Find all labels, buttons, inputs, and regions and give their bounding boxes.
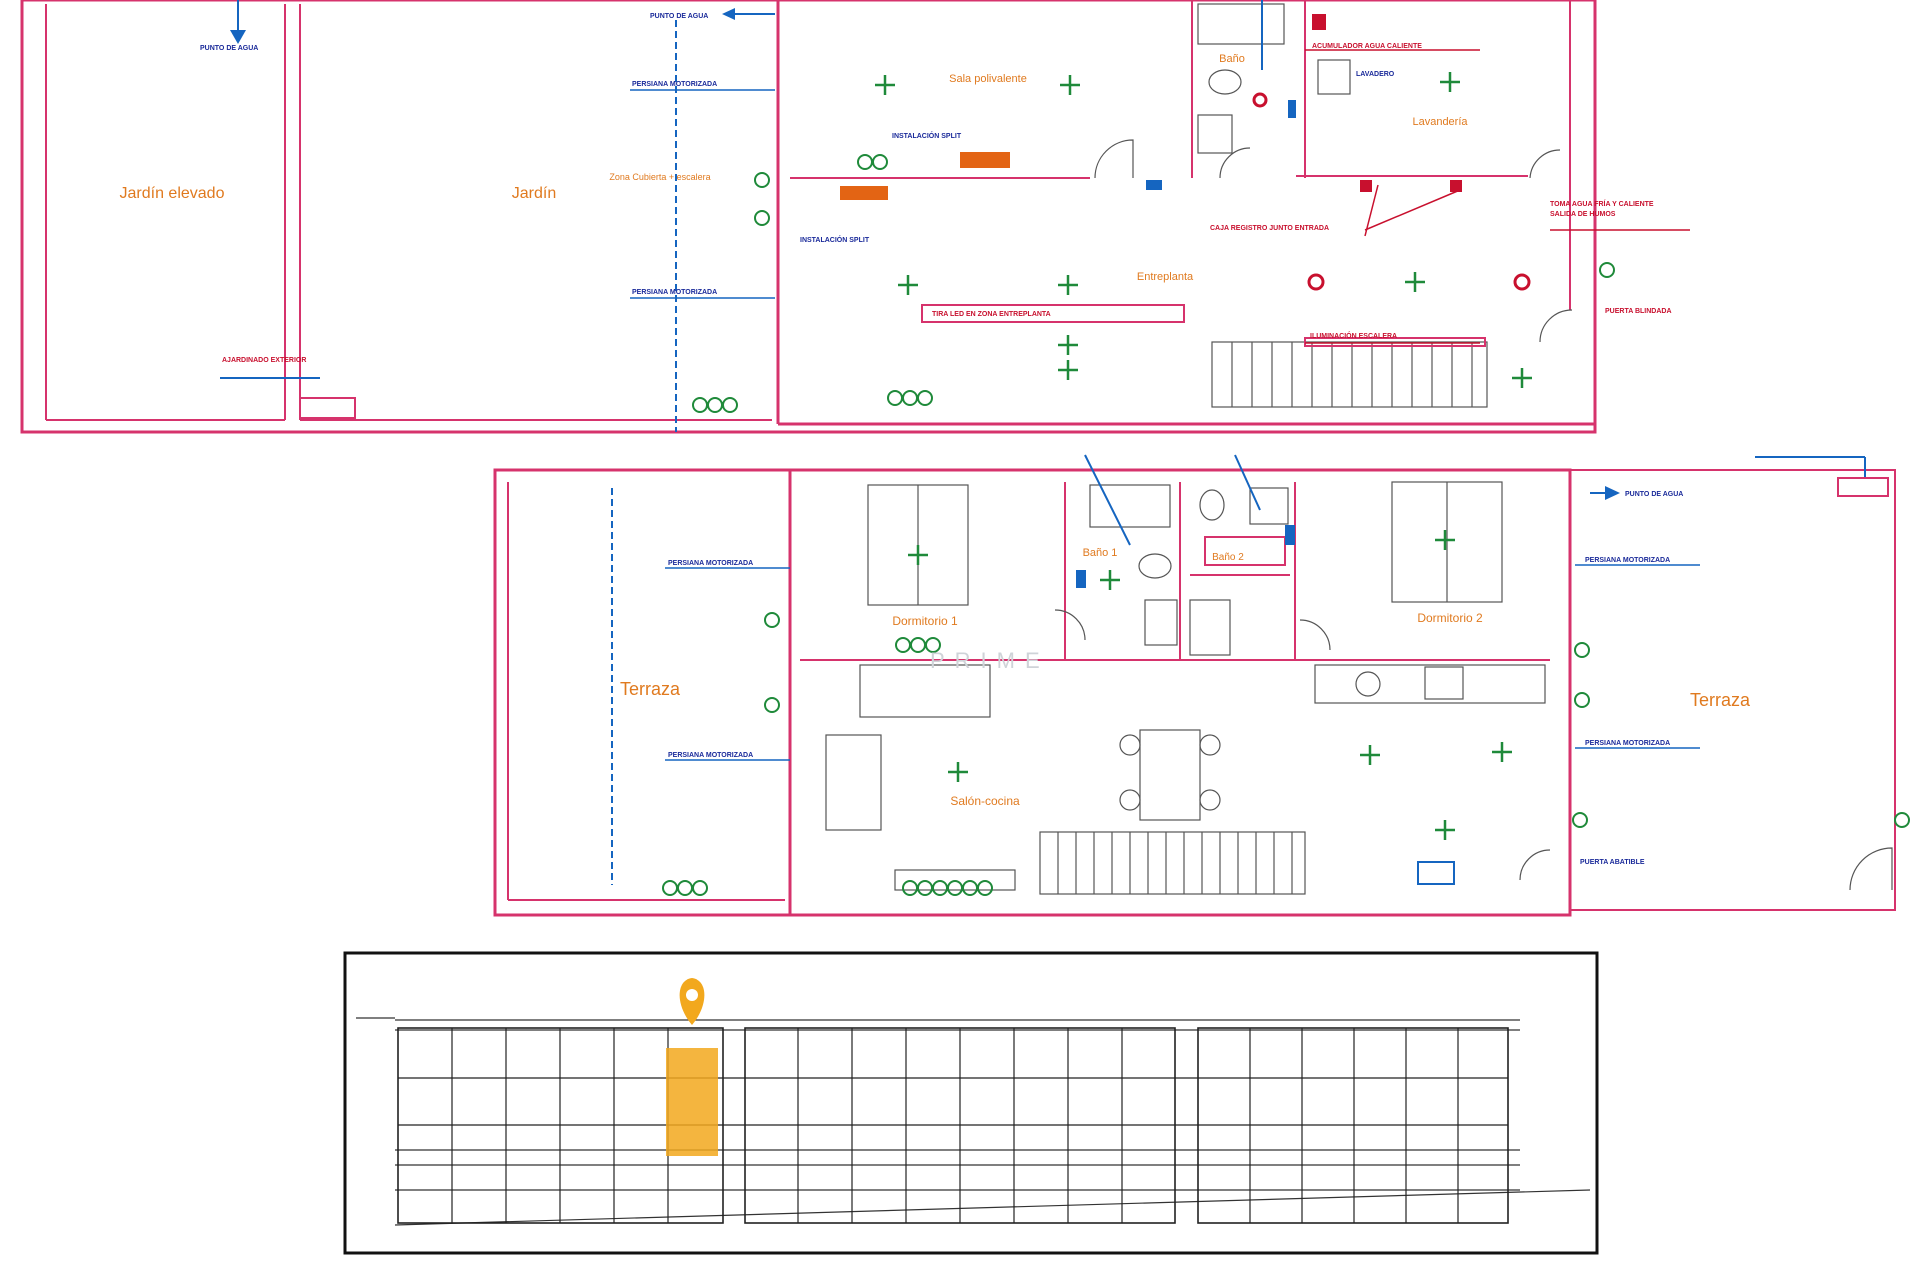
room-label-dormitorio-1: Dormitorio 1 [892, 614, 958, 628]
laundry-sink-shape [1317, 59, 1351, 95]
right-terrace-outline [1569, 469, 1896, 911]
power-sockets [692, 154, 1615, 413]
room-label-bano: Baño [1219, 53, 1245, 65]
bath-2-box [1204, 536, 1286, 566]
split-unit [960, 152, 1010, 168]
note-persiana: PERSIANA MOTORIZADA [632, 81, 717, 88]
note-punto-agua: PUNTO DE AGUA [650, 13, 708, 20]
power-sockets [662, 612, 1910, 896]
sink-shape [1249, 487, 1289, 525]
sink-shape [1144, 599, 1178, 646]
room-label-jardin: Jardín [512, 185, 556, 202]
note-puerta-blindada: PUERTA BLINDADA [1605, 308, 1672, 315]
tv-unit [894, 869, 1016, 891]
left-arrow-icon [722, 8, 735, 20]
first-floor-plan: Terraza Terraza Dormitorio 1 Dormitorio … [493, 454, 1910, 917]
down-arrow-icon [230, 30, 246, 44]
note-punto-agua: PUNTO DE AGUA [200, 45, 258, 52]
led-strip-box [921, 304, 1185, 323]
note-persiana: PERSIANA MOTORIZADA [632, 289, 717, 296]
note-persiana: PERSIANA MOTORIZADA [1585, 557, 1670, 564]
unit-dividers [398, 1028, 1508, 1223]
toilet-icon [1138, 553, 1172, 579]
note-ajardinado: AJARDINADO EXTERIOR [222, 357, 306, 364]
room-label-jardin-elevado: Jardín elevado [120, 185, 225, 202]
ceiling-lights [908, 530, 1512, 840]
shower-tray [1089, 484, 1171, 528]
room-label-zona-cubierta: Zona Cubierta + escalera [609, 172, 710, 182]
right-arrow-icon [1605, 486, 1620, 500]
room-label-lavanderia: Lavandería [1412, 116, 1468, 128]
ground-stairs [1231, 342, 1473, 407]
site-plan [343, 951, 1599, 1255]
bathtub-shape [1197, 3, 1285, 45]
sink-icon [1355, 671, 1381, 697]
note-instalacion-split: INSTALACIÓN SPLIT [800, 235, 870, 244]
note-persiana: PERSIANA MOTORIZADA [668, 560, 753, 567]
room-label-entreplanta: Entreplanta [1137, 271, 1194, 283]
room-label-bano-2: Baño 2 [1212, 552, 1244, 563]
note-acumulador: ACUMULADOR AGUA CALIENTE [1312, 43, 1422, 50]
site-plan-frame [343, 951, 1599, 1255]
note-caja-registro: CAJA REGISTRO JUNTO ENTRADA [1210, 225, 1329, 232]
room-label-terraza-right: Terraza [1690, 690, 1751, 710]
sofa-shape [859, 664, 991, 718]
highlighted-unit [666, 1048, 718, 1156]
shower-tray [1189, 599, 1231, 656]
kitchen-counter [1314, 664, 1546, 704]
ceiling-lights [875, 72, 1532, 388]
note-punto-agua: PUNTO DE AGUA [1625, 491, 1683, 498]
split-unit [840, 186, 888, 200]
room-label-bano-1: Baño 1 [1083, 547, 1118, 559]
armchair-shape [825, 734, 882, 831]
note-lavadero: LAVADERO [1356, 71, 1395, 78]
location-pin-icon [679, 978, 705, 1025]
watermark-text: PRIME [930, 648, 1050, 673]
note-persiana: PERSIANA MOTORIZADA [1585, 740, 1670, 747]
dining-table-shape [1139, 729, 1201, 821]
room-label-salon-cocina: Salón-cocina [950, 794, 1020, 808]
appliance-icon [1417, 861, 1455, 885]
note-puerta-abatible: PUERTA ABATIBLE [1580, 859, 1645, 866]
first-stairs [1057, 832, 1293, 894]
room-label-dormitorio-2: Dormitorio 2 [1417, 611, 1483, 625]
cooktop-icon [1424, 666, 1464, 700]
room-label-sala-polivalente: Sala polivalente [949, 73, 1027, 85]
note-persiana: PERSIANA MOTORIZADA [668, 752, 753, 759]
note-iluminacion-escalera: ILUMINACIÓN ESCALERA [1310, 331, 1397, 340]
toilet-icon [1208, 69, 1242, 95]
note-salida-humos: SALIDA DE HUMOS [1550, 211, 1616, 218]
water-heater-icon [1312, 14, 1326, 30]
note-instalacion-split: INSTALACIÓN SPLIT [892, 131, 962, 140]
ground-floor-plan: Jardín elevado Jardín Zona Cubierta + es… [20, 0, 1690, 434]
room-label-terraza-left: Terraza [620, 679, 681, 699]
note-tira-led: TIRA LED EN ZONA ENTREPLANTA [932, 311, 1051, 318]
ground-floor-outline [20, 0, 1597, 434]
sink-shape [1197, 114, 1233, 154]
note-toma-agua: TOMA AGUA FRÍA Y CALIENTE [1550, 199, 1654, 208]
toilet-icon [1199, 489, 1225, 521]
